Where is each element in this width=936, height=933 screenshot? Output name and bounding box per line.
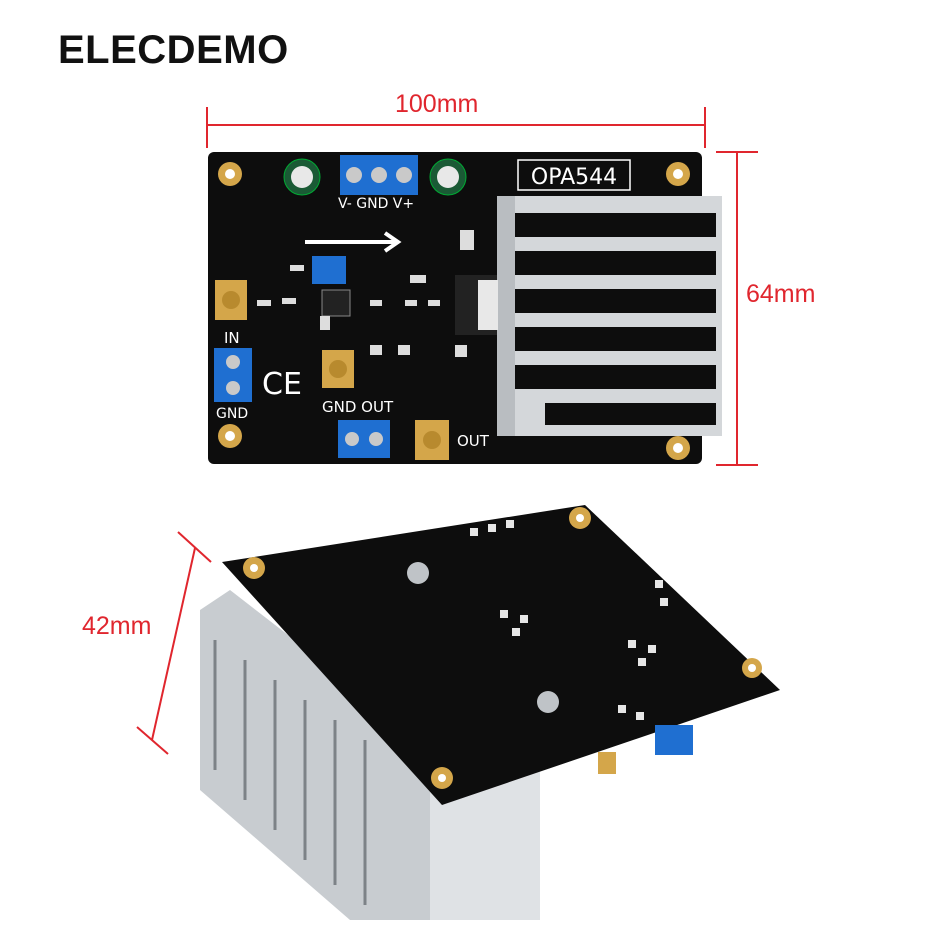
capacitors [283,158,467,196]
chip-label: OPA544 [531,165,617,190]
smd-components [257,230,474,357]
dimension-height-label: 42mm [82,612,152,640]
dimension-depth-label: 64mm [746,280,816,308]
ce-mark: CE [262,367,302,402]
mounting-holes [218,162,690,460]
dimension-width-label: 100mm [395,90,479,118]
sma-connectors [215,280,449,460]
dimension-lines [136,107,758,755]
input-gnd-label: GND [216,406,248,422]
pcb-bottom-view [200,505,780,920]
brand-title: ELECDEMO [58,28,289,72]
output-terminal-label: GND OUT [322,398,394,416]
potentiometer [312,256,346,284]
heatsink-top [455,196,722,436]
ic-chip [321,289,351,317]
power-terminal-label: V- GND V+ [338,196,414,212]
arrow-right-icon [305,231,402,253]
input-label: IN [224,329,240,347]
pcb-top-view: OPA544 V- GND V+ IN GND CE GND OU [208,152,722,464]
sma-out-label: OUT [457,432,490,450]
power-terminal-block [340,155,418,195]
